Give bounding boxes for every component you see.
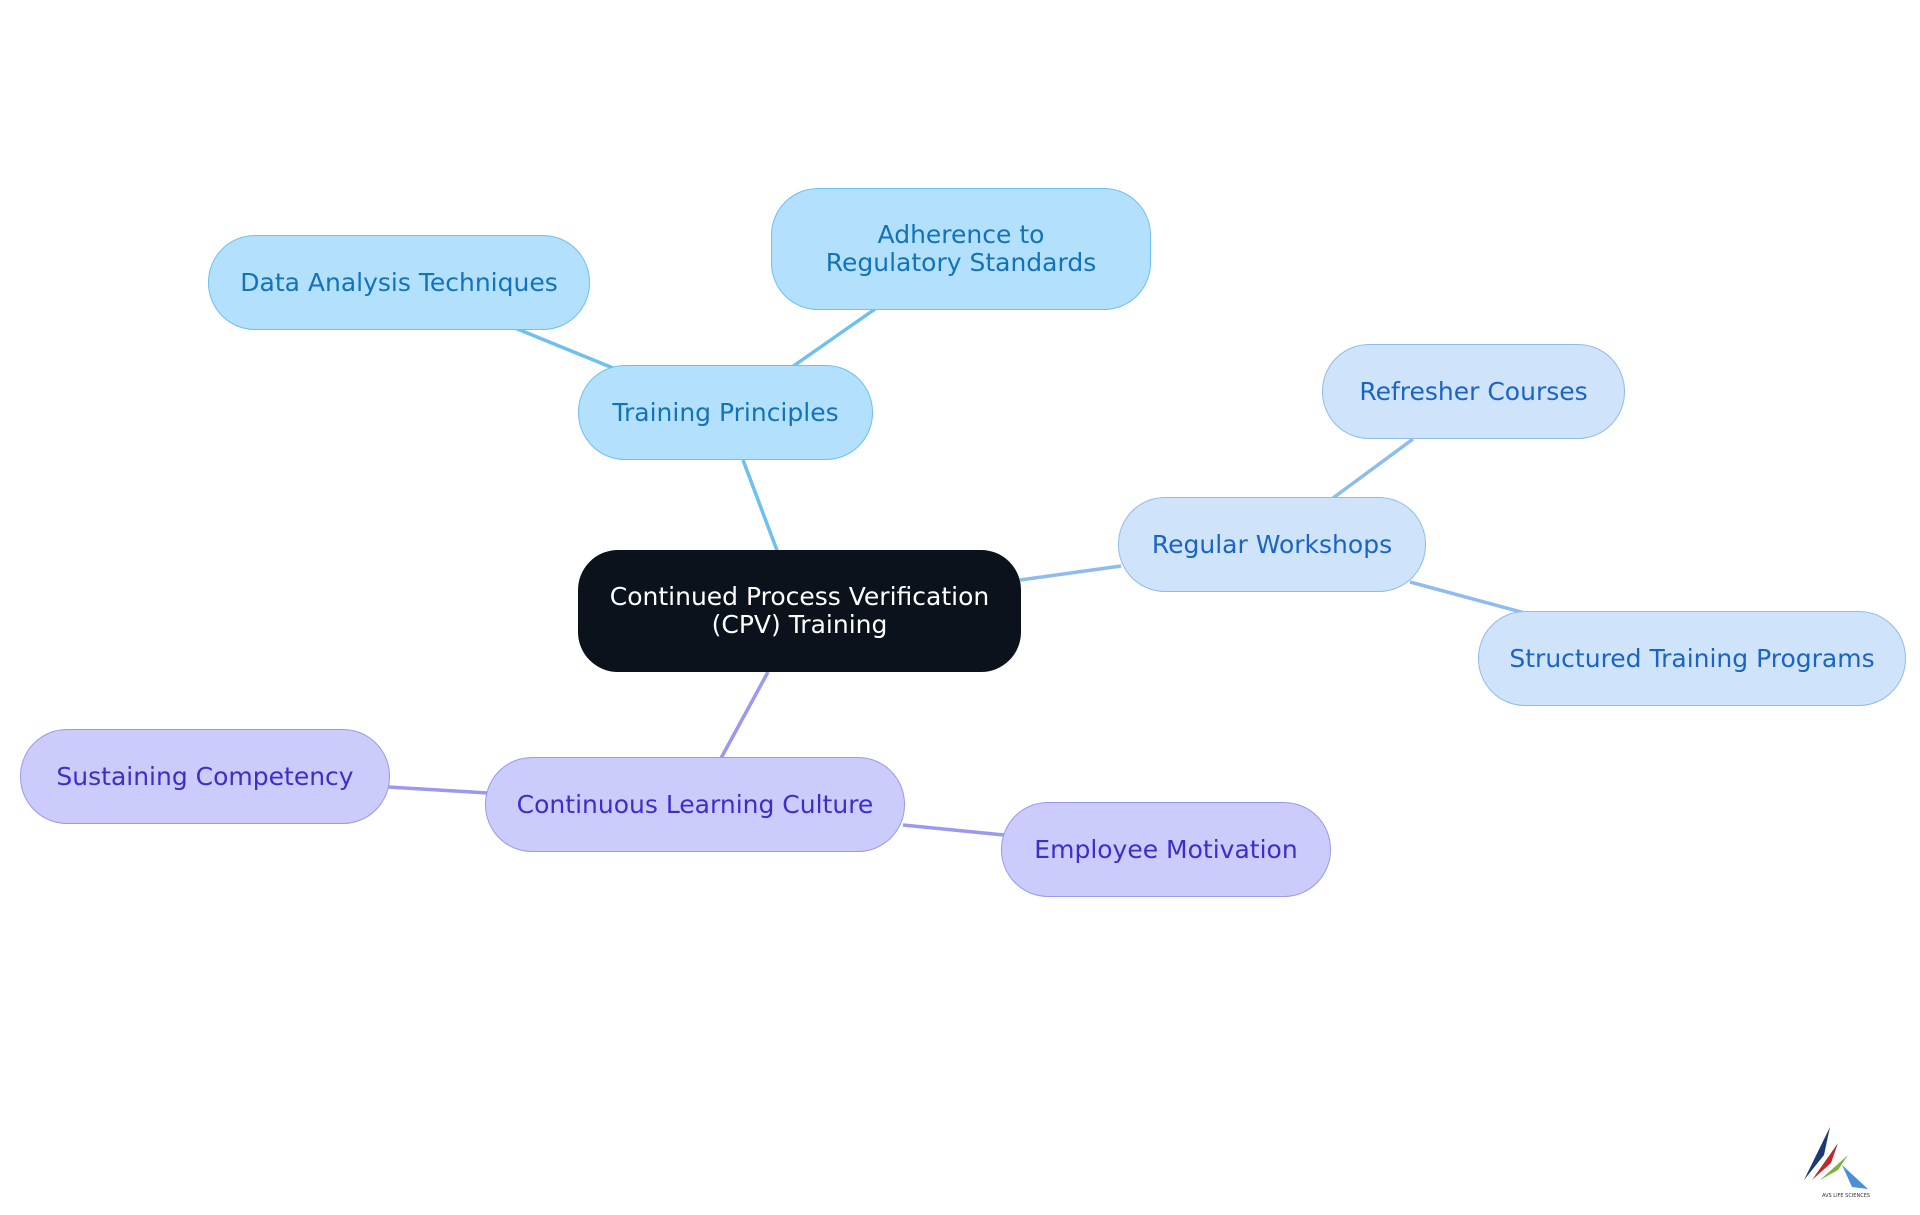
edge-root-training-principles xyxy=(741,459,780,554)
edge-training-principles-regulatory xyxy=(790,307,877,369)
logo-red-stroke xyxy=(1812,1143,1838,1180)
edge-root-continuous-learning xyxy=(718,671,770,761)
edge-learning-sustaining xyxy=(387,785,489,795)
logo-green-stroke xyxy=(1820,1155,1848,1180)
edge-learning-motivation xyxy=(902,823,1005,837)
node-continuous-learning-culture: Continuous Learning Culture xyxy=(485,757,905,852)
node-label: Data Analysis Techniques xyxy=(240,267,558,297)
edge-training-principles-data-analysis xyxy=(514,326,614,370)
logo-navy-stroke xyxy=(1804,1127,1830,1180)
node-label: Regular Workshops xyxy=(1151,529,1393,559)
node-structured-training-programs: Structured Training Programs xyxy=(1478,611,1906,706)
node-label: Refresher Courses xyxy=(1359,376,1588,406)
edge-root-regular-workshops xyxy=(1019,564,1122,582)
node-training-principles: Training Principles xyxy=(578,365,873,460)
node-label: Structured Training Programs xyxy=(1509,643,1875,673)
node-sustaining-competency: Sustaining Competency xyxy=(20,729,390,824)
avs-life-sciences-logo: AVS LIFE SCIENCES xyxy=(1804,1127,1870,1199)
node-label: Adherence to Regulatory Standards xyxy=(825,220,1097,277)
logo-caption: AVS LIFE SCIENCES xyxy=(1822,1193,1870,1199)
root-node-cpv-training: Continued Process Verification (CPV) Tra… xyxy=(578,550,1021,672)
node-employee-motivation: Employee Motivation xyxy=(1001,802,1331,897)
root-node-label: Continued Process Verification (CPV) Tra… xyxy=(609,582,990,639)
node-data-analysis-techniques: Data Analysis Techniques xyxy=(208,235,590,330)
node-refresher-courses: Refresher Courses xyxy=(1322,344,1625,439)
node-label: Sustaining Competency xyxy=(56,761,354,791)
node-label: Employee Motivation xyxy=(1034,834,1298,864)
node-regular-workshops: Regular Workshops xyxy=(1118,497,1426,592)
node-adherence-to-regulatory-standards: Adherence to Regulatory Standards xyxy=(771,188,1151,310)
node-label: Continuous Learning Culture xyxy=(516,789,874,819)
edge-workshops-refresher xyxy=(1331,437,1415,500)
logo-blue-stroke xyxy=(1842,1165,1868,1189)
node-label: Training Principles xyxy=(612,397,839,427)
edge-workshops-structured xyxy=(1409,580,1526,615)
